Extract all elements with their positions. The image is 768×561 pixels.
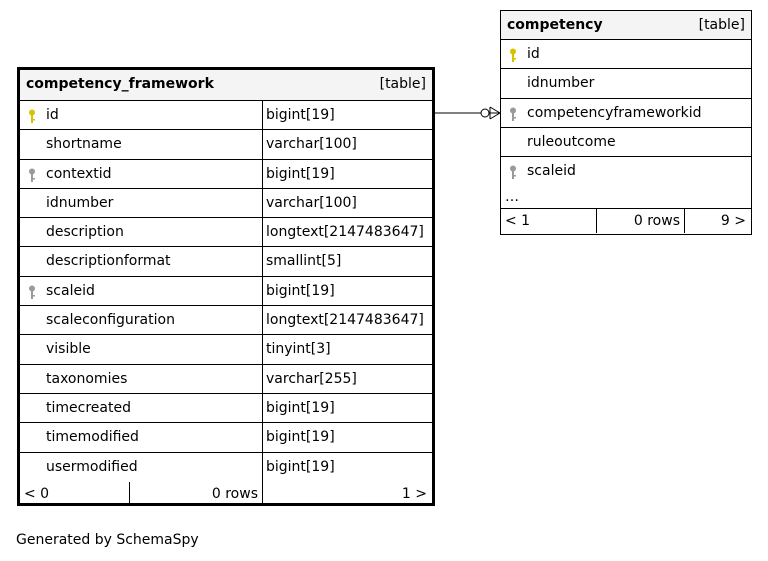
- more-columns-row: …: [501, 186, 751, 210]
- foreign-key-icon: [510, 165, 516, 180]
- ellipsis: …: [505, 189, 519, 206]
- column-row[interactable]: timemodified bigint[19]: [20, 423, 432, 453]
- column-type: bigint[19]: [266, 107, 335, 123]
- column-name: description: [46, 224, 124, 241]
- column-name: id: [46, 107, 59, 123]
- column-row[interactable]: timecreated bigint[19]: [20, 393, 432, 424]
- column-type: longtext[2147483647]: [266, 224, 424, 241]
- column-row[interactable]: scaleid bigint[19]: [20, 276, 432, 307]
- column-type: tinyint[3]: [266, 341, 331, 358]
- column-name: descriptionformat: [46, 253, 171, 270]
- column-type: longtext[2147483647]: [266, 312, 424, 329]
- column-row[interactable]: id bigint[19]: [20, 101, 432, 131]
- primary-key-icon: [29, 109, 35, 123]
- table-kind: [table]: [698, 17, 745, 33]
- table-competency[interactable]: competency [table] id idnumber competencyf…: [500, 10, 752, 235]
- column-row[interactable]: visible tinyint[3]: [20, 335, 432, 365]
- column-row[interactable]: id: [501, 40, 751, 70]
- table-name: competency_framework: [26, 76, 214, 92]
- column-row[interactable]: idnumber: [501, 69, 751, 99]
- table-kind: [table]: [379, 76, 426, 92]
- children-count[interactable]: 9 >: [720, 213, 746, 230]
- column-name: usermodified: [46, 458, 138, 475]
- row-count: 0 rows: [597, 209, 685, 234]
- column-name: contextid: [46, 165, 112, 182]
- column-name: scaleid: [527, 163, 576, 180]
- column-row[interactable]: ruleoutcome: [501, 128, 751, 158]
- foreign-key-icon: [510, 107, 516, 121]
- column-name: ruleoutcome: [527, 133, 616, 150]
- column-type: varchar[255]: [266, 370, 357, 387]
- column-name: shortname: [46, 136, 122, 153]
- column-row[interactable]: shortname varchar[100]: [20, 130, 432, 160]
- column-name: idnumber: [46, 194, 114, 211]
- column-type: bigint[19]: [266, 458, 335, 475]
- table-header[interactable]: competency [table]: [501, 11, 751, 40]
- column-row[interactable]: idnumber varchar[100]: [20, 188, 432, 219]
- column-type: smallint[5]: [266, 253, 342, 270]
- parents-count[interactable]: < 1: [501, 209, 597, 234]
- column-name: taxonomies: [46, 370, 128, 387]
- foreign-key-icon: [29, 168, 35, 182]
- column-name: timemodified: [46, 429, 139, 446]
- column-name: visible: [46, 341, 91, 358]
- column-name: competencyframeworkid: [527, 104, 702, 121]
- table-header[interactable]: competency_framework [table]: [20, 70, 432, 101]
- column-type: bigint[19]: [266, 282, 335, 299]
- column-type: bigint[19]: [266, 399, 335, 416]
- column-row[interactable]: descriptionformat smallint[5]: [20, 247, 432, 277]
- foreign-key-icon: [29, 285, 35, 299]
- primary-key-icon: [510, 48, 516, 62]
- column-row[interactable]: usermodified bigint[19]: [20, 452, 432, 482]
- table-footer: < 0 0 rows 1 >: [20, 481, 432, 506]
- table-name: competency: [507, 17, 603, 33]
- column-name: id: [527, 46, 540, 62]
- table-competency-framework[interactable]: competency_framework [table] id bigint[19…: [17, 67, 435, 506]
- column-name: scaleconfiguration: [46, 312, 175, 329]
- column-type: bigint[19]: [266, 429, 335, 446]
- column-row[interactable]: taxonomies varchar[255]: [20, 364, 432, 394]
- column-row[interactable]: competencyframeworkid: [501, 99, 751, 128]
- column-row[interactable]: description longtext[2147483647]: [20, 218, 432, 248]
- table-footer: < 1 0 rows 9 >: [501, 209, 751, 234]
- children-count[interactable]: 1 >: [401, 485, 427, 502]
- generated-by-caption: Generated by SchemaSpy: [16, 532, 199, 548]
- column-type: bigint[19]: [266, 165, 335, 182]
- column-row[interactable]: scaleid: [501, 157, 751, 186]
- column-type: varchar[100]: [266, 194, 357, 211]
- column-type: varchar[100]: [266, 136, 357, 153]
- row-count: 0 rows: [130, 481, 263, 506]
- parents-count[interactable]: < 0: [20, 481, 130, 506]
- column-name: timecreated: [46, 399, 131, 416]
- column-row[interactable]: scaleconfiguration longtext[2147483647]: [20, 306, 432, 336]
- column-name: idnumber: [527, 75, 595, 92]
- column-row[interactable]: contextid bigint[19]: [20, 159, 432, 189]
- column-name: scaleid: [46, 282, 95, 299]
